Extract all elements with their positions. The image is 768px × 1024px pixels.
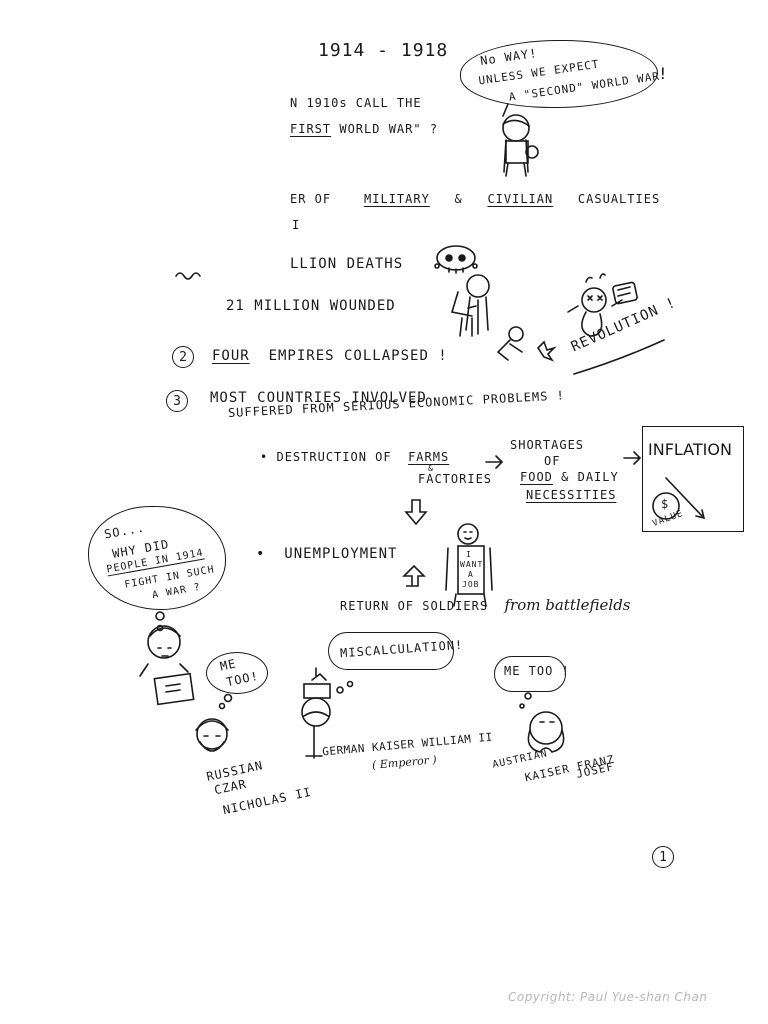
page-title: 1914 - 1918 <box>318 40 449 61</box>
casualties-suffix: CASUALTIES <box>577 192 661 206</box>
crutch-soldier-icon <box>450 274 490 337</box>
unemployment-text: UNEMPLOYMENT <box>284 546 398 562</box>
military-word: MILITARY <box>364 192 430 206</box>
question-line2-rest: WORLD WAR" ? <box>331 122 439 136</box>
skull-icon <box>434 245 478 274</box>
from-battlefields: from battlefields <box>504 596 631 614</box>
revolution-label: REVOLUTION ! <box>568 294 679 356</box>
casualties-line: ER OF MILITARY & CIVILIAN CASUALTIES <box>290 192 660 206</box>
page-number: 1 <box>652 846 674 868</box>
point2-text: FOUR EMPIRES COLLAPSED ! <box>212 348 448 364</box>
dollar-sign: $ <box>661 497 670 511</box>
bullet: • <box>256 546 266 562</box>
empires-collapsed: EMPIRES COLLAPSED ! <box>268 348 448 364</box>
wounded-soldier-icon <box>502 114 539 177</box>
casualties-prefix: ER OF <box>290 192 332 206</box>
necessities-text: NECESSITIES <box>526 488 617 502</box>
kaiser-label-line2: ( Emperor ) <box>371 753 438 772</box>
bubble-tail-dot <box>156 624 164 632</box>
return-text: RETURN OF SOLDIERS <box>340 599 489 613</box>
point3-line1: MOST COUNTRIES INVOLVED <box>210 390 427 406</box>
deaths-text: LLION DEATHS <box>290 256 404 272</box>
and-daily: & DAILY <box>561 470 619 484</box>
arrow-down-hollow <box>404 499 428 526</box>
farms-word: FARMS <box>408 450 450 464</box>
bubble-top-exclamation: ! <box>658 64 669 83</box>
question-line1: N 1910s CALL THE <box>290 96 422 110</box>
speech-bubble-franz <box>494 656 566 692</box>
first-word-underlined: FIRST <box>290 122 332 136</box>
inflation-box <box>642 426 744 532</box>
sign-line4: JOB <box>462 580 480 589</box>
bubble-tail-top <box>502 103 509 117</box>
bullet: • <box>260 450 269 464</box>
factories-word: FACTORIES <box>418 472 493 486</box>
speech-bubble-top <box>460 40 658 108</box>
arrow-right-2 <box>623 451 642 465</box>
destruction-prefix: DESTRUCTION OF <box>276 450 392 464</box>
sign-line3: A <box>468 570 474 579</box>
scribble-mark <box>175 272 201 280</box>
arrow-up-hollow <box>402 564 426 587</box>
czar-icon <box>195 693 233 752</box>
farms-amp: & <box>428 464 434 473</box>
unemployment-line: • UNEMPLOYMENT <box>256 546 397 562</box>
speech-bubble-left <box>88 506 226 610</box>
necessities-word: NECESSITIES <box>526 488 616 502</box>
four-word: FOUR <box>212 348 250 364</box>
inflation-label: INFLATION <box>648 440 732 459</box>
speech-bubble-kaiser <box>328 632 454 670</box>
copyright-text: Copyright: Paul Yue-shan Chan <box>508 990 708 1004</box>
sign-line2: WANT <box>460 560 484 569</box>
franz-josef-icon <box>519 692 565 753</box>
kaiser-label-line1: GERMAN KAISER WILLIAM II <box>321 730 494 759</box>
ampersand: & <box>454 192 463 206</box>
food-word: FOOD <box>520 470 553 484</box>
destruction-line: • DESTRUCTION OF FARMS <box>260 450 449 464</box>
sign-line1: I <box>466 550 472 559</box>
shortages-word: SHORTAGES <box>510 438 585 452</box>
fallen-figure-icon <box>496 326 557 362</box>
franz-bubble-text: ME TOO ! <box>504 664 570 678</box>
food-daily-line: FOOD & DAILY <box>520 470 619 484</box>
of-word: OF <box>544 454 561 468</box>
numeral-one: I <box>292 218 301 232</box>
question-line2: FIRST WORLD WAR" ? <box>290 122 438 136</box>
point-number-2: 2 <box>172 346 194 368</box>
arrow-right-1 <box>485 455 504 469</box>
student-icon <box>139 625 195 706</box>
civilian-word: CIVILIAN <box>487 192 554 206</box>
bubble-tail-dot <box>155 611 165 621</box>
point-number-3: 3 <box>166 390 188 412</box>
speech-bubble-czar <box>206 652 268 694</box>
return-soldiers-line: RETURN OF SOLDIERS from battlefields <box>340 596 631 614</box>
wounded-text: 21 MILLION WOUNDED <box>226 298 396 314</box>
